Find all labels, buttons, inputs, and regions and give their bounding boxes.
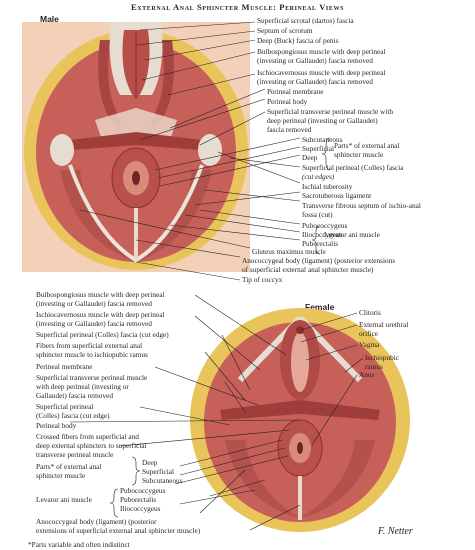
label: Ischiopubic <box>365 353 400 362</box>
label: Superficial perineal (Colles) fascia <box>302 163 404 172</box>
label: Clitoris <box>359 308 381 317</box>
label: Anococcygeal body (ligament) (posterior … <box>242 256 396 265</box>
label: Subcutaneous <box>142 476 183 485</box>
male-perineum-illustration <box>22 22 250 272</box>
label: Ischial tuberosity <box>302 182 353 191</box>
label: Superficial <box>142 467 175 476</box>
label: Gallaudet) fascia removed <box>36 391 113 400</box>
label: Vagina <box>359 340 380 349</box>
label: (investing or Gallaudet) fascia removed <box>36 299 152 308</box>
label: Deep <box>142 458 158 467</box>
male-header: Male <box>40 14 59 24</box>
label: Subcutaneous <box>302 135 343 144</box>
label: Gluteus maximus muscle <box>252 247 326 256</box>
label: Iliococcygeus <box>302 230 343 239</box>
label: Anus <box>359 370 375 379</box>
label: Crossed fibers from superficial and <box>36 432 139 441</box>
label: Parts* of external anal <box>334 141 400 150</box>
footnote: *Parts variable and often indistinct <box>28 540 130 549</box>
label: Pubococcygeus <box>120 486 166 495</box>
label: Fibers from superficial external anal <box>36 341 143 350</box>
page-title: External Anal Sphincter Muscle: Perineal… <box>130 2 345 12</box>
label: (investing or Gallaudet) fascia removed <box>257 56 373 65</box>
label: Superficial perineal (Colles) fascia (cu… <box>36 330 169 339</box>
label: Perineal membrane <box>267 87 324 96</box>
label: orifice <box>359 329 379 338</box>
label: Ischiocavernosus muscle with deep perine… <box>257 68 386 77</box>
label: Perineal membrane <box>36 362 93 371</box>
label: Superficial perineal <box>36 402 94 411</box>
label: extensions of superficial external anal … <box>36 526 201 535</box>
label: sphincter muscle <box>334 150 384 159</box>
label: Superficial transverse perineal muscle w… <box>267 107 394 116</box>
label: (investing or Gallaudet) fascia removed <box>257 77 373 86</box>
label: Parts* of external anal <box>36 462 102 471</box>
female-leader-lines <box>69 294 364 531</box>
label: Bulbospongiosus muscle with deep perinea… <box>257 47 386 56</box>
label: Sacrotuberous ligament <box>302 191 372 200</box>
label: Deep (Buck) fascia of penis <box>257 36 339 45</box>
label: (cut edges) <box>302 172 335 181</box>
label: Puborectalis <box>120 495 157 504</box>
label: deep external sphincters to superficial <box>36 441 147 450</box>
female-header: Female <box>305 302 335 312</box>
label: Deep <box>302 153 318 162</box>
label: Ischiocavernosus muscle with deep perine… <box>36 310 165 319</box>
label: Levator ani muscle <box>324 230 380 239</box>
label: Tip of coccyx <box>242 275 283 284</box>
label: Superficial <box>302 144 335 153</box>
label: Septum of scrotum <box>257 26 313 35</box>
label: of superficial external anal sphincter m… <box>242 265 374 274</box>
label: sphincter muscle to ischiopubic ramus <box>36 350 148 359</box>
artist-signature: F. Netter <box>378 526 413 537</box>
label: ramus <box>365 362 383 371</box>
label: with deep perineal (investing or <box>36 382 129 391</box>
label: transverse perineal muscle <box>36 450 114 459</box>
label: Perineal body <box>267 97 308 106</box>
label: Bulbospongiosus muscle with deep perinea… <box>36 290 165 299</box>
label: sphincter muscle <box>36 471 86 480</box>
label: Levator ani muscle <box>36 495 92 504</box>
label: Superficial transverse perineal muscle <box>36 373 148 382</box>
label: (Colles) fascia (cut edge) <box>36 411 110 420</box>
label: fossa (cut) <box>302 210 333 219</box>
male-leader-lines <box>79 21 301 281</box>
label: Anococcygeal body (ligament) (posterior <box>36 517 157 526</box>
label: External urethral <box>359 320 409 329</box>
label: fascia removed <box>267 125 312 134</box>
label: (investing or Gallaudet) fascia removed <box>36 319 152 328</box>
label: Superficial scrotal (dartos) fascia <box>257 16 354 25</box>
label: deep perineal (investing or Gallaudet) <box>267 116 378 125</box>
label: Iliococcygeus <box>120 504 161 513</box>
label: Perineal body <box>36 421 77 430</box>
label: Pubococcygeus <box>302 221 348 230</box>
label: Puborectalis <box>302 239 339 248</box>
label: Transverse fibrous septum of ischio-anal <box>302 201 421 210</box>
